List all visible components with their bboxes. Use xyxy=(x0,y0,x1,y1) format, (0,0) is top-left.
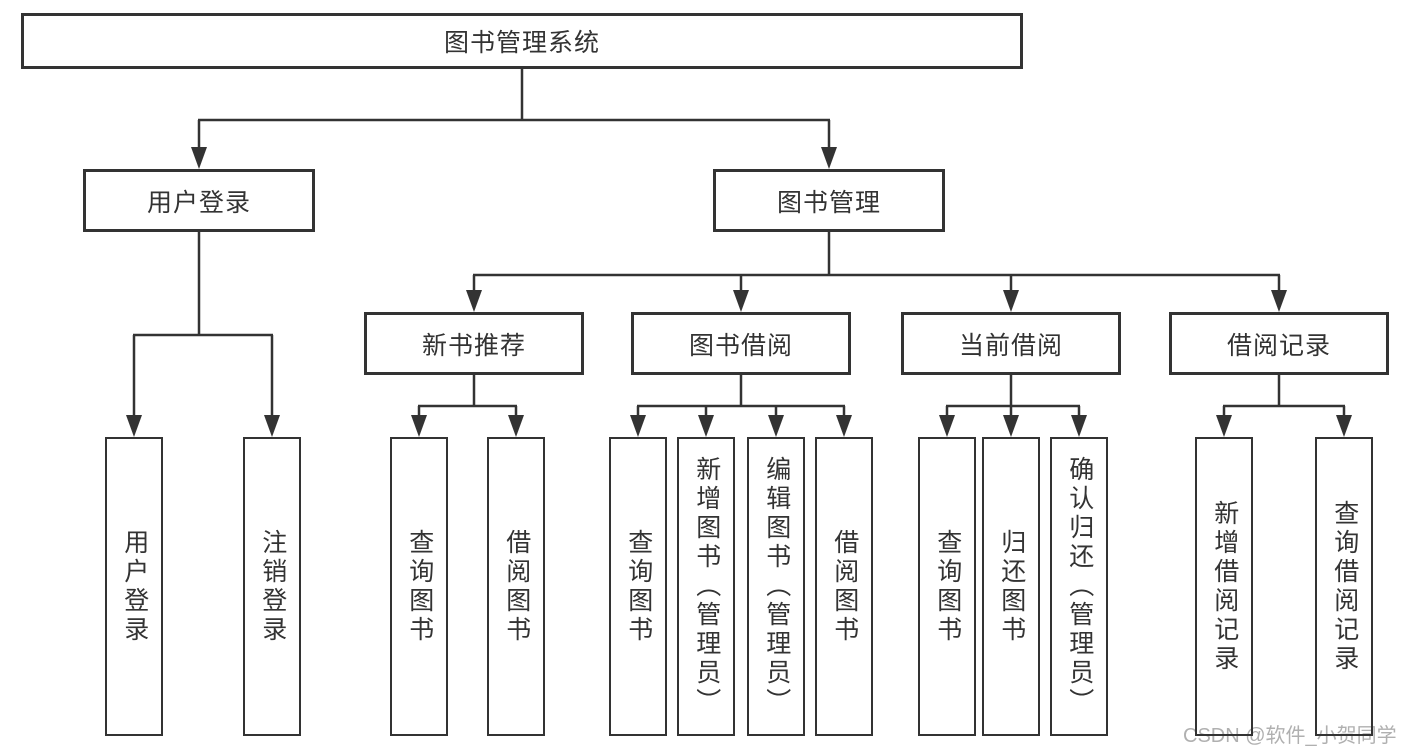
leaf-edit-book-admin: 编辑图书（管理员） xyxy=(747,437,805,736)
leaf-add-borrow-record-label: 新增借阅记录 xyxy=(1210,499,1239,674)
leaf-return-book: 归还图书 xyxy=(982,437,1040,736)
leaf-query-books-recommend-label: 查询图书 xyxy=(405,528,434,645)
leaf-confirm-return-admin: 确认归还（管理员） xyxy=(1050,437,1108,736)
leaf-query-books-borrow: 查询图书 xyxy=(609,437,667,736)
leaf-query-borrow-record: 查询借阅记录 xyxy=(1315,437,1373,736)
node-new-book-recommendation: 新书推荐 xyxy=(364,312,584,375)
leaf-add-borrow-record: 新增借阅记录 xyxy=(1195,437,1253,736)
leaf-logout: 注销登录 xyxy=(243,437,301,736)
watermark-text: CSDN @软件_小贺同学 xyxy=(1183,725,1397,747)
node-borrowing-records: 借阅记录 xyxy=(1169,312,1389,375)
node-book-borrowing: 图书借阅 xyxy=(631,312,851,375)
leaf-query-books-recommend: 查询图书 xyxy=(390,437,448,736)
leaf-logout-label: 注销登录 xyxy=(258,528,287,645)
leaf-query-books-current: 查询图书 xyxy=(918,437,976,736)
leaf-borrow-books-borrow-label: 借阅图书 xyxy=(830,528,859,645)
leaf-query-borrow-record-label: 查询借阅记录 xyxy=(1330,499,1359,674)
leaf-return-book-label: 归还图书 xyxy=(997,528,1026,645)
leaf-query-books-borrow-label: 查询图书 xyxy=(624,528,653,645)
leaf-add-book-admin: 新增图书（管理员） xyxy=(677,437,735,736)
leaf-query-books-current-label: 查询图书 xyxy=(933,528,962,645)
leaf-user-login-label: 用户登录 xyxy=(120,528,149,645)
node-library-management-system: 图书管理系统 xyxy=(21,13,1023,69)
node-book-management: 图书管理 xyxy=(713,169,945,232)
leaf-confirm-return-admin-label: 确认归还（管理员） xyxy=(1065,456,1094,717)
node-current-borrowing: 当前借阅 xyxy=(901,312,1121,375)
leaf-borrow-books-recommend: 借阅图书 xyxy=(487,437,545,736)
node-user-login: 用户登录 xyxy=(83,169,315,232)
leaf-user-login: 用户登录 xyxy=(105,437,163,736)
leaf-edit-book-admin-label: 编辑图书（管理员） xyxy=(762,456,791,717)
leaf-borrow-books-borrow: 借阅图书 xyxy=(815,437,873,736)
leaf-borrow-books-recommend-label: 借阅图书 xyxy=(502,528,531,645)
leaf-add-book-admin-label: 新增图书（管理员） xyxy=(692,456,721,717)
